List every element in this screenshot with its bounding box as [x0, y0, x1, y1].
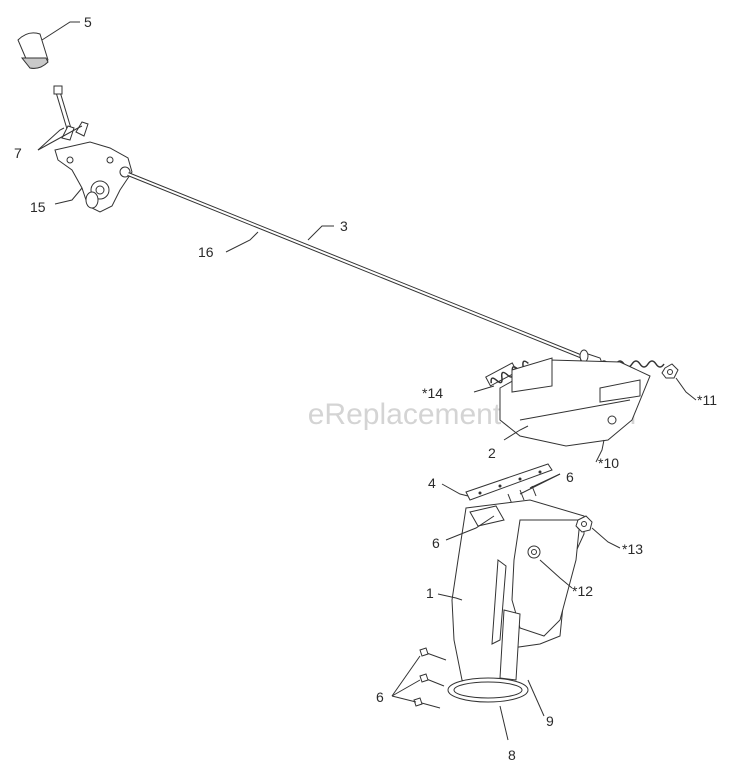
label-6a: 6 — [432, 535, 440, 551]
label-11: *11 — [697, 392, 717, 408]
leader-2 — [503, 425, 529, 441]
label-10: *10 — [598, 455, 619, 471]
label-3: 3 — [340, 218, 348, 234]
label-14: *14 — [422, 385, 443, 401]
label-6b: 6 — [566, 469, 574, 485]
guide-plate-part — [465, 463, 553, 501]
leader-7a — [37, 127, 65, 151]
shift-rod-part — [127, 172, 591, 362]
leader-12 — [539, 559, 573, 589]
label-12: *12 — [572, 583, 593, 599]
leader-9 — [527, 679, 545, 717]
label-13: *13 — [622, 541, 643, 557]
label-1: 1 — [426, 585, 434, 601]
label-9: 9 — [546, 713, 554, 729]
nut-13-part — [575, 515, 593, 533]
leader-6f — [391, 695, 417, 703]
leader-16 — [225, 231, 259, 253]
nut-part — [661, 363, 679, 379]
leader-10 — [595, 439, 605, 463]
knob-part — [17, 32, 49, 69]
deflector-part — [499, 357, 651, 447]
label-4: 4 — [428, 475, 436, 491]
leader-1 — [437, 593, 463, 601]
shift-lever-part — [53, 85, 73, 133]
label-16: 16 — [198, 244, 214, 260]
leader-14 — [473, 385, 495, 393]
leader-4 — [441, 483, 469, 497]
leader-6d — [391, 655, 421, 697]
chute-part — [447, 499, 585, 703]
leader-7b — [37, 125, 83, 151]
leader-8 — [499, 705, 509, 741]
label-6c: 6 — [376, 689, 384, 705]
leader-11 — [675, 377, 697, 401]
leader-5 — [41, 21, 80, 41]
label-7: 7 — [14, 145, 22, 161]
label-15: 15 — [30, 199, 46, 215]
leader-3 — [307, 225, 334, 241]
leader-15 — [54, 187, 83, 205]
leader-6a — [445, 515, 495, 541]
label-5: 5 — [84, 14, 92, 30]
leader-13 — [591, 527, 621, 549]
label-2: 2 — [488, 445, 496, 461]
bolts-bottom-part — [413, 647, 447, 709]
leader-6c — [519, 473, 561, 495]
label-8: 8 — [508, 747, 516, 763]
control-bracket-part — [54, 121, 133, 213]
leader-6e — [391, 679, 421, 697]
